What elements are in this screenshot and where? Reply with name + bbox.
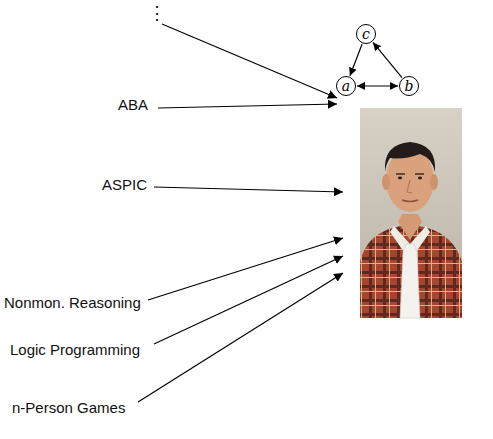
argument-label: b [405, 79, 414, 93]
argument-label: c [362, 27, 370, 41]
source-label: ⋮ [148, 3, 166, 25]
leader-arrow [162, 24, 337, 98]
source-label: n-Person Games [12, 399, 125, 417]
leader-arrows [138, 24, 343, 402]
portrait-photo [360, 108, 462, 318]
argument-node: a [336, 76, 356, 96]
source-label: Logic Programming [10, 341, 140, 359]
attack-arrow [350, 44, 362, 75]
leader-arrow [158, 104, 337, 108]
source-label: ABA [118, 96, 148, 114]
attack-arrow [357, 85, 398, 86]
leader-arrow [154, 187, 343, 192]
leader-arrow [154, 256, 343, 344]
leader-arrow [138, 273, 343, 402]
source-label: Nonmon. Reasoning [4, 294, 141, 312]
attack-arrow [373, 42, 402, 77]
argument-node: c [356, 24, 376, 44]
argument-label: a [342, 79, 350, 93]
argument-node: b [399, 76, 419, 96]
source-label: ASPIC [102, 176, 147, 194]
